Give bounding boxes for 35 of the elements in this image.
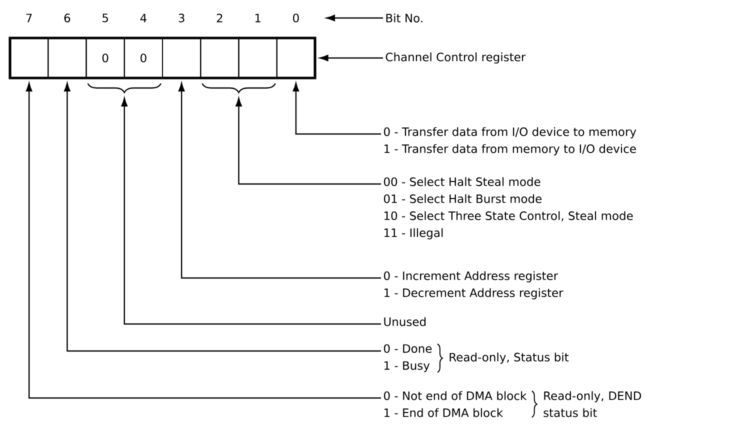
arrow <box>326 14 383 22</box>
register-cell <box>200 38 240 78</box>
status-note: Read-only, DEND status bit <box>544 391 642 418</box>
register-cell <box>238 38 278 78</box>
bit-number: 1 <box>255 14 260 22</box>
description-text: Unused <box>384 317 426 326</box>
bit-number: 0 <box>293 14 299 22</box>
bit-number: 5 <box>102 14 108 22</box>
register-box <box>8 36 316 80</box>
bit-number: 4 <box>140 14 146 22</box>
description-text: 0 - Transfer data from I/O device to memory 1 - Transfer data from memory to I/O device <box>384 127 636 156</box>
description-text: 0 - Not end of DMA block 1 - End of DMA block <box>384 391 527 418</box>
status-note: Read-only, Status bit <box>450 352 569 364</box>
caption-text: Channel Control register <box>386 52 526 64</box>
description-text: 0 - Increment Address register 1 - Decrement Address register <box>384 271 564 300</box>
register-cell: 0 <box>86 38 125 78</box>
arrow <box>320 54 383 62</box>
description-text: 00 - Select Halt Steal mode 01 - Select Halt Burst mode 10 - Select Three State Control, Steal mode 11 - Illegal <box>384 177 633 240</box>
description-text: 0 - Done 1 - Busy <box>384 344 432 372</box>
arrow <box>26 82 381 399</box>
register-cell: 0 <box>124 38 163 78</box>
arrow <box>64 82 381 352</box>
arrow <box>121 98 381 325</box>
register-cell <box>276 38 316 78</box>
register-cell <box>10 38 49 78</box>
register-cell <box>162 38 202 78</box>
arrow <box>292 82 381 135</box>
bit-number: 6 <box>64 14 70 22</box>
register-cell <box>48 38 87 78</box>
bit-number: 7 <box>26 14 32 22</box>
caption-text: Bit No. <box>386 14 422 22</box>
bit-number: 3 <box>178 14 184 22</box>
arrow <box>178 82 381 279</box>
arrow <box>236 98 381 185</box>
bit-number: 2 <box>216 14 222 22</box>
